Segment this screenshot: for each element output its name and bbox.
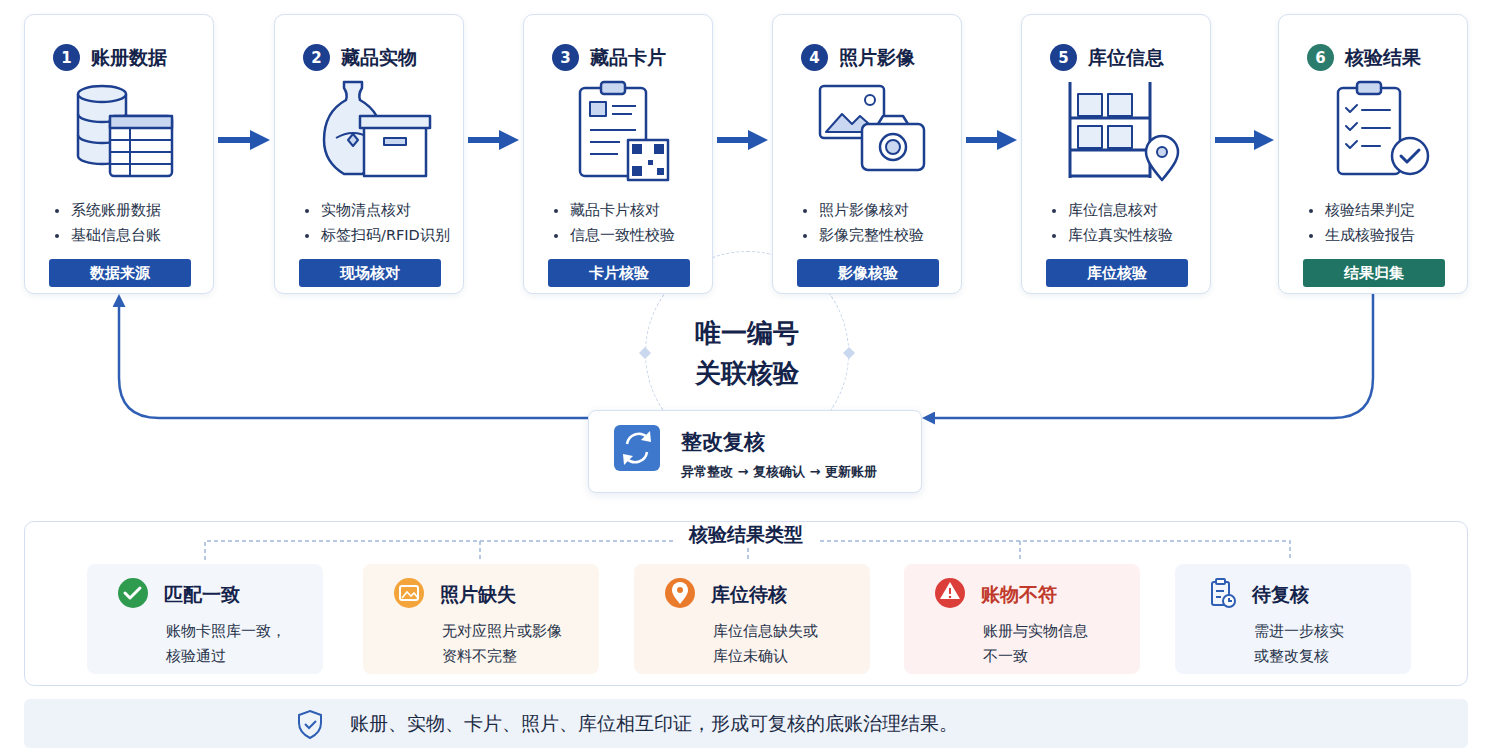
process-card: 库位信息库位信息核对库位真实性核验 5 库位核验 xyxy=(1021,14,1211,294)
step-number: 5 xyxy=(1058,49,1068,67)
circle-diamond-marks-part xyxy=(843,347,855,359)
type-description: 无对应照片或影像 资料不完整 xyxy=(442,619,577,669)
step-number-badge: 1 xyxy=(53,44,80,71)
card-title: 藏品卡片 xyxy=(590,42,666,72)
bullet-text: 库位真实性核验 xyxy=(1068,223,1173,248)
stage-tag-box: 现场核对 xyxy=(299,259,441,287)
bullet-dot xyxy=(803,209,807,213)
stage-tag: 现场核对 xyxy=(340,264,400,283)
loop-connector xyxy=(119,300,588,418)
bullet-dot xyxy=(554,209,558,213)
flow-arrow xyxy=(218,137,261,143)
card-title: 账册数据 xyxy=(91,42,167,72)
bullet-dot xyxy=(803,234,807,238)
bullet-text: 基础信息台账 xyxy=(71,223,161,248)
bullet-dot xyxy=(1052,209,1056,213)
bullet-text: 生成核验报告 xyxy=(1325,223,1415,248)
type-title: 匹配一致 xyxy=(164,581,240,607)
bullet-text: 照片影像核对 xyxy=(819,198,909,223)
flow-arrow xyxy=(966,137,1008,143)
process-card: 藏品卡片藏品卡片核对信息一致性校验 3 卡片核验 xyxy=(523,14,713,294)
box-title: 整改复核 xyxy=(681,428,765,456)
step-number-badge: 5 xyxy=(1050,44,1077,71)
rectify-review-box: 整改复核异常整改 → 复核确认 → 更新账册 xyxy=(588,410,922,493)
stage-tag-box: 库位核验 xyxy=(1046,259,1188,287)
stage-tag-box: 卡片核验 xyxy=(548,259,690,287)
bullet-dot xyxy=(305,209,309,213)
flow-arrow xyxy=(468,137,510,143)
type-title: 照片缺失 xyxy=(440,581,516,607)
circle-diamond-marks xyxy=(639,347,855,359)
bullet-dot xyxy=(55,209,59,213)
bullet-dot xyxy=(305,234,309,238)
bullet-dot xyxy=(55,234,59,238)
step-number-badge: 4 xyxy=(801,44,828,71)
bullet-dot xyxy=(1309,234,1313,238)
result-type-box: 照片缺失无对应照片或影像 资料不完整 xyxy=(363,564,599,674)
box-subtitle: 异常整改 → 复核确认 → 更新账册 xyxy=(681,463,877,481)
stage-tag-box: 结果归集 xyxy=(1303,259,1445,287)
result-type-box: 待复核需进一步核实 或整改复核 xyxy=(1175,564,1411,674)
step-number: 2 xyxy=(311,49,321,67)
result-type-box: 库位待核库位信息缺失或 库位未确认 xyxy=(634,564,870,674)
panel-heading: 核验结果类型 xyxy=(25,522,1467,546)
type-description: 库位信息缺失或 库位未确认 xyxy=(713,619,848,669)
bullet-text: 实物清点核对 xyxy=(321,198,411,223)
card-title: 藏品实物 xyxy=(341,42,417,72)
type-title: 库位待核 xyxy=(711,581,787,607)
process-card: 照片影像照片影像核对影像完整性校验 4 影像核验 xyxy=(772,14,962,294)
bullet-text: 系统账册数据 xyxy=(71,198,161,223)
summary-text: 账册、实物、卡片、照片、库位相互印证，形成可复核的底账治理结果。 xyxy=(350,711,958,737)
flow-arrow xyxy=(1215,137,1265,143)
bullet-text: 核验结果判定 xyxy=(1325,198,1415,223)
process-card: 核验结果核验结果判定生成核验报告 6 结果归集 xyxy=(1278,14,1468,294)
step-number-badge: 2 xyxy=(303,44,330,71)
step-number: 6 xyxy=(1315,49,1325,67)
result-types-panel: 核验结果类型匹配一致账物卡照库一致， 核验通过照片缺失无对应照片或影像 资料不完… xyxy=(24,521,1468,686)
card-title: 库位信息 xyxy=(1088,42,1164,72)
card-title: 照片影像 xyxy=(839,42,915,72)
process-card: 藏品实物实物清点核对标签扫码/RFID识别 2 现场核对 xyxy=(274,14,464,294)
summary-band: 账册、实物、卡片、照片、库位相互印证，形成可复核的底账治理结果。 xyxy=(24,699,1468,748)
stage-tag: 卡片核验 xyxy=(589,264,649,283)
type-description: 账册与实物信息 不一致 xyxy=(983,619,1118,669)
bullet-text: 藏品卡片核对 xyxy=(570,198,660,223)
stage-tag-box: 影像核验 xyxy=(797,259,939,287)
type-description: 账物卡照库一致， 核验通过 xyxy=(166,619,301,669)
result-type-box: 账物不符账册与实物信息 不一致 xyxy=(904,564,1140,674)
step-number: 3 xyxy=(560,49,570,67)
type-description: 需进一步核实 或整改复核 xyxy=(1254,619,1389,669)
stage-tag: 结果归集 xyxy=(1344,264,1404,283)
step-number: 1 xyxy=(61,49,71,67)
bullet-text: 影像完整性校验 xyxy=(819,223,924,248)
step-number-badge: 6 xyxy=(1307,44,1334,71)
stage-tag: 影像核验 xyxy=(838,264,898,283)
step-number: 4 xyxy=(809,49,819,67)
bullet-dot xyxy=(554,234,558,238)
flow-arrow xyxy=(717,137,759,143)
type-title: 账物不符 xyxy=(981,581,1057,607)
loop-connector xyxy=(928,294,1373,418)
bullet-text: 库位信息核对 xyxy=(1068,198,1158,223)
bullet-dot xyxy=(1309,209,1313,213)
result-type-box: 匹配一致账物卡照库一致， 核验通过 xyxy=(87,564,323,674)
stage-tag-box: 数据来源 xyxy=(49,259,191,287)
bullet-dot xyxy=(1052,234,1056,238)
center-label: 唯一编号 关联核验 xyxy=(687,313,807,393)
step-number-badge: 3 xyxy=(552,44,579,71)
type-title: 待复核 xyxy=(1252,581,1309,607)
stage-tag: 数据来源 xyxy=(90,264,150,283)
stage-tag: 库位核验 xyxy=(1087,264,1147,283)
card-title: 核验结果 xyxy=(1345,42,1421,72)
process-card: 账册数据系统账册数据基础信息台账 1 数据来源 xyxy=(24,14,214,294)
bullet-text: 信息一致性校验 xyxy=(570,223,675,248)
bullet-text: 标签扫码/RFID识别 xyxy=(321,223,450,248)
